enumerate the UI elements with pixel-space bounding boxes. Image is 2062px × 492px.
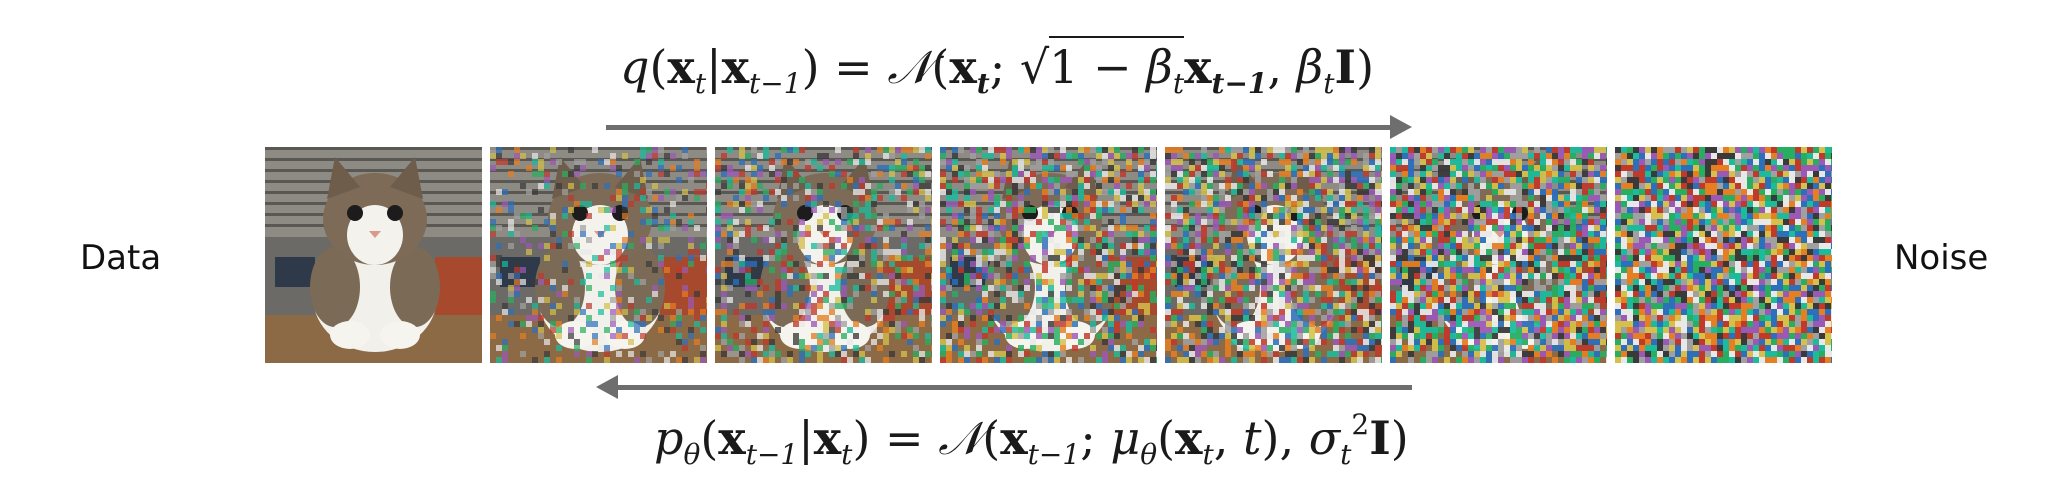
reverse-arrow — [596, 375, 1412, 399]
forward-arrow — [606, 115, 1412, 139]
cat-image — [265, 147, 482, 363]
noise-overlay — [940, 147, 1157, 363]
noise-overlay — [1165, 147, 1382, 363]
diffusion-frame-7 — [1615, 147, 1832, 363]
noise-overlay — [1390, 147, 1607, 363]
noise-overlay — [490, 147, 707, 363]
data-label: Data — [80, 238, 162, 278]
diffusion-frames — [265, 147, 1832, 363]
reverse-process-equation: pθ(xt−1|xt) = 𝒩(xt−1; μθ(xt, t), σt2I) — [654, 408, 1409, 471]
diffusion-frame-4 — [940, 147, 1157, 363]
noise-overlay — [1615, 147, 1832, 363]
diffusion-frame-1 — [265, 147, 482, 363]
diffusion-frame-2 — [490, 147, 707, 363]
diffusion-frame-6 — [1390, 147, 1607, 363]
noise-overlay — [715, 147, 932, 363]
noise-label: Noise — [1894, 238, 1989, 278]
diffusion-frame-5 — [1165, 147, 1382, 363]
forward-process-equation: q(xt|xt−1) = 𝒩(xt; √1 − βtxt−1, βtI) — [620, 36, 1374, 100]
diffusion-frame-3 — [715, 147, 932, 363]
